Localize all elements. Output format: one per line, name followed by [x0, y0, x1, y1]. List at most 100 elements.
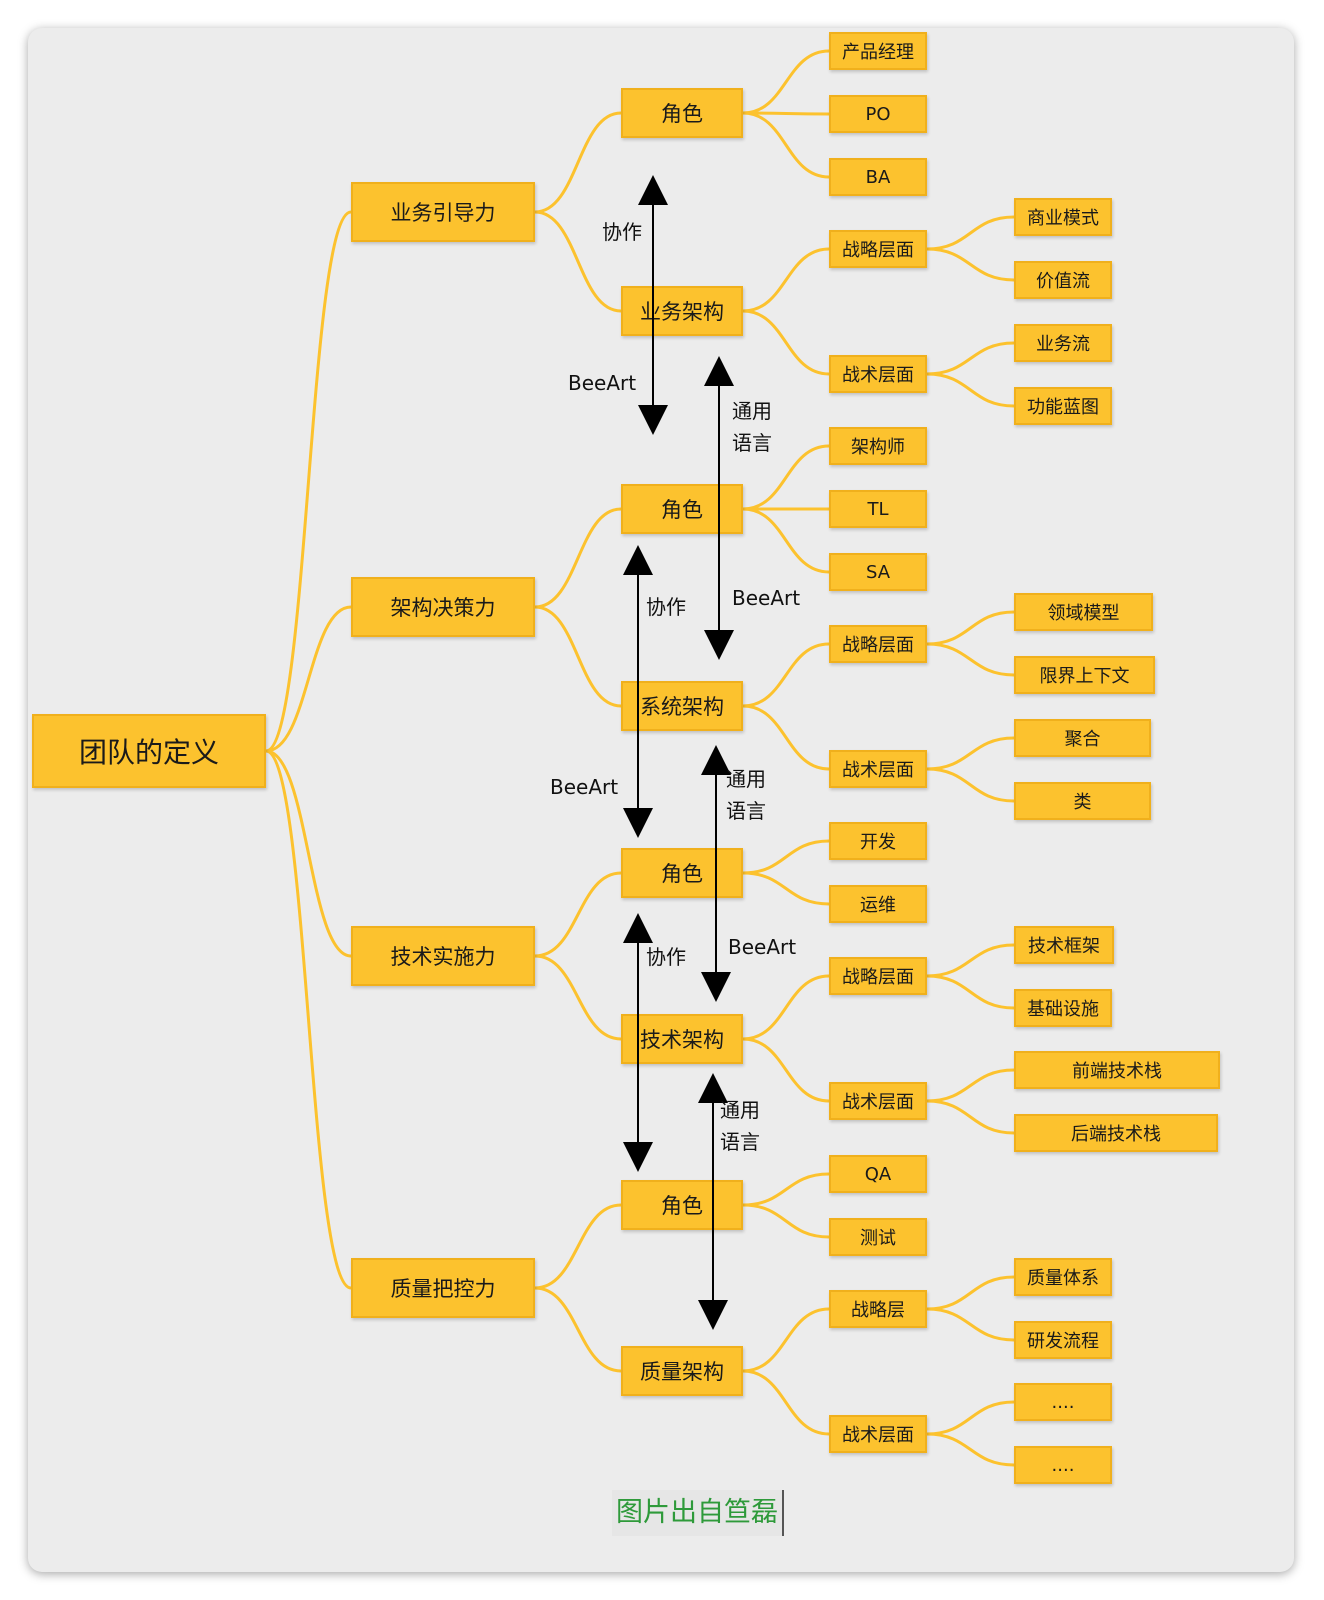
- role-member-4-1[interactable]: QA: [829, 1155, 927, 1193]
- branch-3-role[interactable]: 角色: [621, 848, 743, 898]
- arrow-head-down: [698, 1300, 728, 1330]
- branch-2-strategic-level-label: 战略层面: [842, 635, 914, 656]
- branch-2-role-label: 角色: [661, 498, 703, 522]
- branch-4[interactable]: 质量把控力: [351, 1258, 535, 1318]
- arrow-head-up: [704, 356, 734, 386]
- branch-2-strategic-item-1[interactable]: 领域模型: [1014, 593, 1153, 631]
- arrow-head-down: [701, 972, 731, 1002]
- branch-2-tactical-level[interactable]: 战术层面: [829, 750, 927, 788]
- branch-3-role-label: 角色: [661, 862, 703, 886]
- branch-1-tactical-item-2[interactable]: 功能蓝图: [1014, 387, 1112, 425]
- branch-3-tactical-item-1[interactable]: 前端技术栈: [1014, 1051, 1220, 1089]
- branch-4-strategic-level-label: 战略层: [851, 1300, 905, 1321]
- role-member-3-2[interactable]: 运维: [829, 885, 927, 923]
- branch-4-strategic-item-2[interactable]: 研发流程: [1014, 1321, 1112, 1359]
- role-member-4-2[interactable]: 测试: [829, 1218, 927, 1256]
- branch-1-strategic-item-1[interactable]: 商业模式: [1014, 198, 1112, 236]
- role-member-1-3[interactable]: BA: [829, 158, 927, 196]
- branch-3-tactical-item-1-label: 前端技术栈: [1072, 1061, 1162, 1082]
- branch-3-strategic-item-1-label: 技术框架: [1028, 936, 1100, 957]
- branch-4-tactical-item-2[interactable]: ....: [1014, 1446, 1112, 1484]
- arrow-head-down: [623, 1142, 653, 1172]
- role-member-2-3[interactable]: SA: [829, 553, 927, 591]
- edge-branch-3-tactical: [742, 1037, 830, 1103]
- branch-3-tactical-level[interactable]: 战术层面: [829, 1082, 927, 1120]
- branch-4-tactical-level-label: 战术层面: [842, 1425, 914, 1446]
- edge-branch-2-role: [534, 507, 622, 609]
- edge-branch-2-architecture: [534, 605, 622, 708]
- branch-1-strategic-item-1-label: 商业模式: [1027, 208, 1099, 229]
- branch-2-architecture[interactable]: 系统架构: [621, 681, 743, 731]
- branch-4-strategic-item-1-label: 质量体系: [1027, 1268, 1099, 1289]
- arrow-head-down: [704, 630, 734, 660]
- branch-3-architecture[interactable]: 技术架构: [621, 1014, 743, 1064]
- branch-2-tactical-item-1[interactable]: 聚合: [1014, 719, 1151, 757]
- edge-branch-1-strategic: [742, 247, 830, 313]
- root-node-label: 团队的定义: [78, 736, 219, 769]
- role-member-3-1[interactable]: 开发: [829, 822, 927, 860]
- role-member-2-3-label: SA: [865, 561, 891, 583]
- edge-branch-1-tactical: [742, 309, 830, 376]
- branch-4-strategic-level[interactable]: 战略层: [829, 1290, 927, 1328]
- role-member-4-1-label: QA: [864, 1163, 892, 1185]
- branch-1-strategic-level[interactable]: 战略层面: [829, 230, 927, 268]
- branch-2-strategic-level[interactable]: 战略层面: [829, 625, 927, 663]
- double-arrow-3: [623, 545, 653, 838]
- branch-1-label: 业务引导力: [390, 201, 496, 225]
- arrow-label-6: BeeArt: [550, 775, 619, 799]
- branch-4-tactical-item-1[interactable]: ....: [1014, 1383, 1112, 1421]
- edge-branch-3-strategic-item-1: [926, 943, 1015, 978]
- branch-1[interactable]: 业务引导力: [351, 182, 535, 242]
- double-arrow-4: [701, 745, 731, 1002]
- arrow-head-up: [623, 545, 653, 575]
- edge-branch-3-architecture: [534, 954, 622, 1041]
- branch-4-architecture[interactable]: 质量架构: [621, 1346, 743, 1396]
- root-node[interactable]: 团队的定义: [32, 714, 266, 788]
- branch-2-role[interactable]: 角色: [621, 484, 743, 534]
- edge-branch-1-tactical-item-2: [926, 372, 1015, 408]
- edge-role-member-2-3: [742, 507, 830, 574]
- arrow-label-3: 通用 语言: [732, 399, 772, 455]
- edge-branch-2-strategic: [742, 642, 830, 708]
- branch-3-strategic-item-1[interactable]: 技术框架: [1014, 926, 1114, 964]
- branch-1-tactical-item-1[interactable]: 业务流: [1014, 324, 1112, 362]
- branch-1-role[interactable]: 角色: [621, 88, 743, 138]
- arrow-label-4: 协作: [646, 595, 686, 619]
- edge-branch-3-tactical-item-2: [926, 1099, 1015, 1135]
- branch-4-role[interactable]: 角色: [621, 1180, 743, 1230]
- arrow-head-up: [623, 913, 653, 943]
- role-member-1-1-label: 产品经理: [842, 42, 914, 63]
- branch-3-label: 技术实施力: [390, 945, 496, 969]
- edge-branch-3-strategic: [742, 974, 830, 1041]
- branch-1-tactical-level[interactable]: 战术层面: [829, 355, 927, 393]
- role-member-1-1[interactable]: 产品经理: [829, 32, 927, 70]
- branch-4-tactical-level[interactable]: 战术层面: [829, 1415, 927, 1453]
- arrow-label-8: 协作: [646, 945, 686, 969]
- branch-1-strategic-item-2[interactable]: 价值流: [1014, 261, 1112, 299]
- role-member-1-2[interactable]: PO: [829, 95, 927, 133]
- edge-branch-1-strategic-item-1: [926, 215, 1015, 251]
- edge-branch-2-strategic-item-2: [926, 642, 1015, 677]
- branch-2-tactical-item-2[interactable]: 类: [1014, 782, 1151, 820]
- edge-branch-2-tactical: [742, 704, 830, 771]
- edge-branch-4-tactical: [742, 1369, 830, 1436]
- arrow-label-5: BeeArt: [732, 586, 801, 610]
- double-arrow-2: [704, 356, 734, 660]
- branch-3-tactical-item-2-label: 后端技术栈: [1071, 1124, 1161, 1145]
- branch-2[interactable]: 架构决策力: [351, 577, 535, 637]
- edge-branch-4-architecture: [534, 1286, 622, 1373]
- branch-1-architecture[interactable]: 业务架构: [621, 286, 743, 336]
- edge-branch-1-architecture: [534, 210, 622, 313]
- branch-3-strategic-level[interactable]: 战略层面: [829, 957, 927, 995]
- role-member-2-1[interactable]: 架构师: [829, 427, 927, 465]
- double-arrow-5: [623, 913, 653, 1172]
- branch-3-strategic-item-2-label: 基础设施: [1027, 999, 1099, 1020]
- branch-2-strategic-item-2[interactable]: 限界上下文: [1014, 656, 1155, 694]
- role-member-2-2[interactable]: TL: [829, 490, 927, 528]
- branch-3-strategic-item-2[interactable]: 基础设施: [1014, 989, 1112, 1027]
- branch-3-tactical-item-2[interactable]: 后端技术栈: [1014, 1114, 1218, 1152]
- branch-4-strategic-item-1[interactable]: 质量体系: [1014, 1258, 1112, 1296]
- branch-3[interactable]: 技术实施力: [351, 926, 535, 986]
- branch-2-label: 架构决策力: [390, 596, 496, 620]
